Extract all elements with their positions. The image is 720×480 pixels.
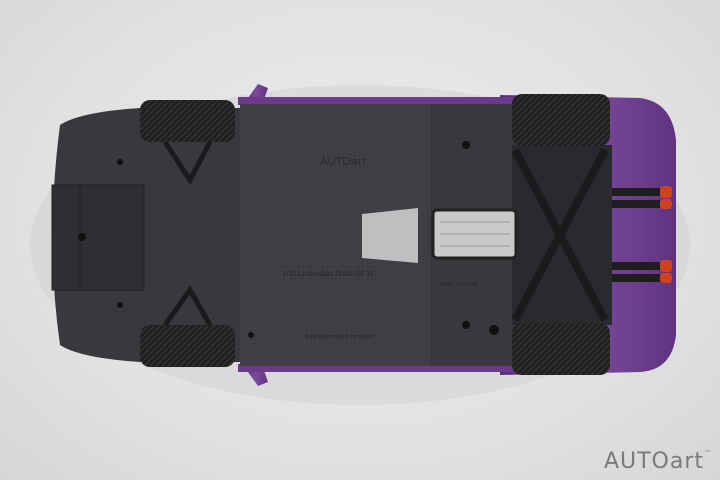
- front-tray: [51, 184, 145, 291]
- autoart-watermark-logo: AUTOart™: [603, 449, 712, 474]
- gearbox-part: [362, 208, 418, 263]
- chassis-brand-text: AUTOart: [320, 155, 367, 168]
- front-wheel-top: [140, 100, 235, 142]
- chassis-url-text: www.autoartmodels.com/patent: [305, 334, 375, 340]
- rear-wheel-bottom: [512, 323, 610, 375]
- exhaust-tips: [612, 186, 672, 283]
- rear-wheel-top: [512, 94, 610, 146]
- chassis-model-text: 1/18 Lamborghini Diablo SE 30: [283, 270, 374, 278]
- sill-bottom: [238, 364, 513, 372]
- front-wheel-bottom: [140, 325, 235, 367]
- chassis-origin-text: MADE IN CHINA: [440, 282, 478, 288]
- sill-top: [238, 97, 513, 105]
- watermark-text: AUTOart: [603, 449, 704, 474]
- front-suspension: [162, 140, 213, 327]
